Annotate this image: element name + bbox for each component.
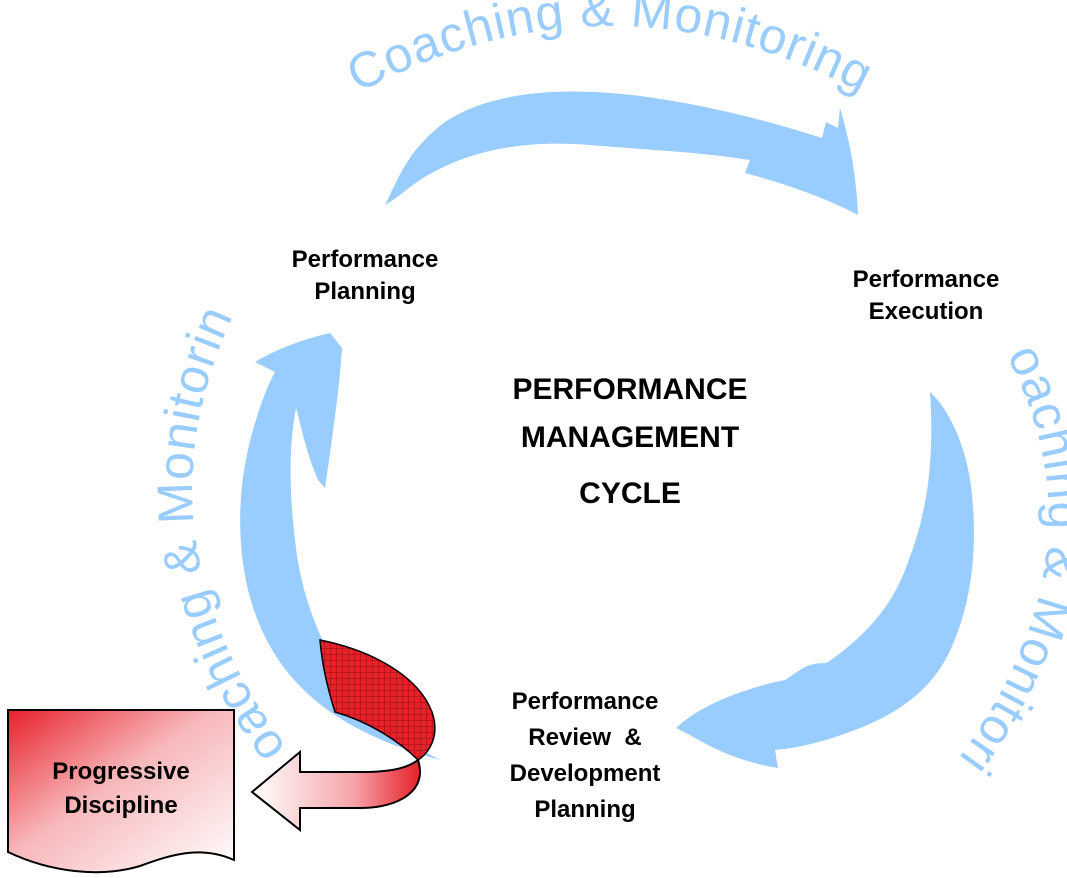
cycle-title-line-3: CYCLE	[579, 477, 681, 510]
left-arc-label: Coaching & Monitoring	[0, 0, 296, 774]
discipline-box-label: Progressive Discipline	[8, 755, 234, 823]
stage-label-review: Performance Review & Development Plannin…	[465, 684, 705, 828]
review-line-2: Review &	[528, 724, 642, 751]
review-line-4: Planning	[534, 796, 636, 823]
progressive-discipline-box	[7, 709, 235, 874]
execution-line-1: Performance	[852, 266, 1000, 293]
cycle-title-line-2: MANAGEMENT	[520, 421, 740, 454]
cycle-title: PERFORMANCE MANAGEMENT CYCLE	[470, 366, 790, 518]
right-cycle-arrow	[676, 392, 974, 768]
review-line-1: Performance	[511, 688, 659, 715]
stage-label-planning: Performance Planning	[250, 244, 480, 308]
discipline-arrow	[250, 749, 421, 833]
discipline-line-2: Discipline	[64, 792, 178, 819]
review-line-3: Development	[509, 760, 661, 787]
left-cycle-arrow	[240, 333, 440, 760]
discipline-line-1: Progressive	[52, 758, 190, 785]
execution-line-2: Execution	[868, 298, 984, 325]
cycle-title-line-1: PERFORMANCE	[512, 373, 748, 406]
top-cycle-arrow	[385, 91, 858, 215]
discipline-curl	[319, 639, 436, 761]
stage-label-execution: Performance Execution	[806, 264, 1046, 328]
planning-line-2: Planning	[314, 278, 416, 305]
top-arc-label: Coaching & Monitoring	[338, 0, 882, 103]
planning-line-1: Performance	[291, 246, 439, 273]
